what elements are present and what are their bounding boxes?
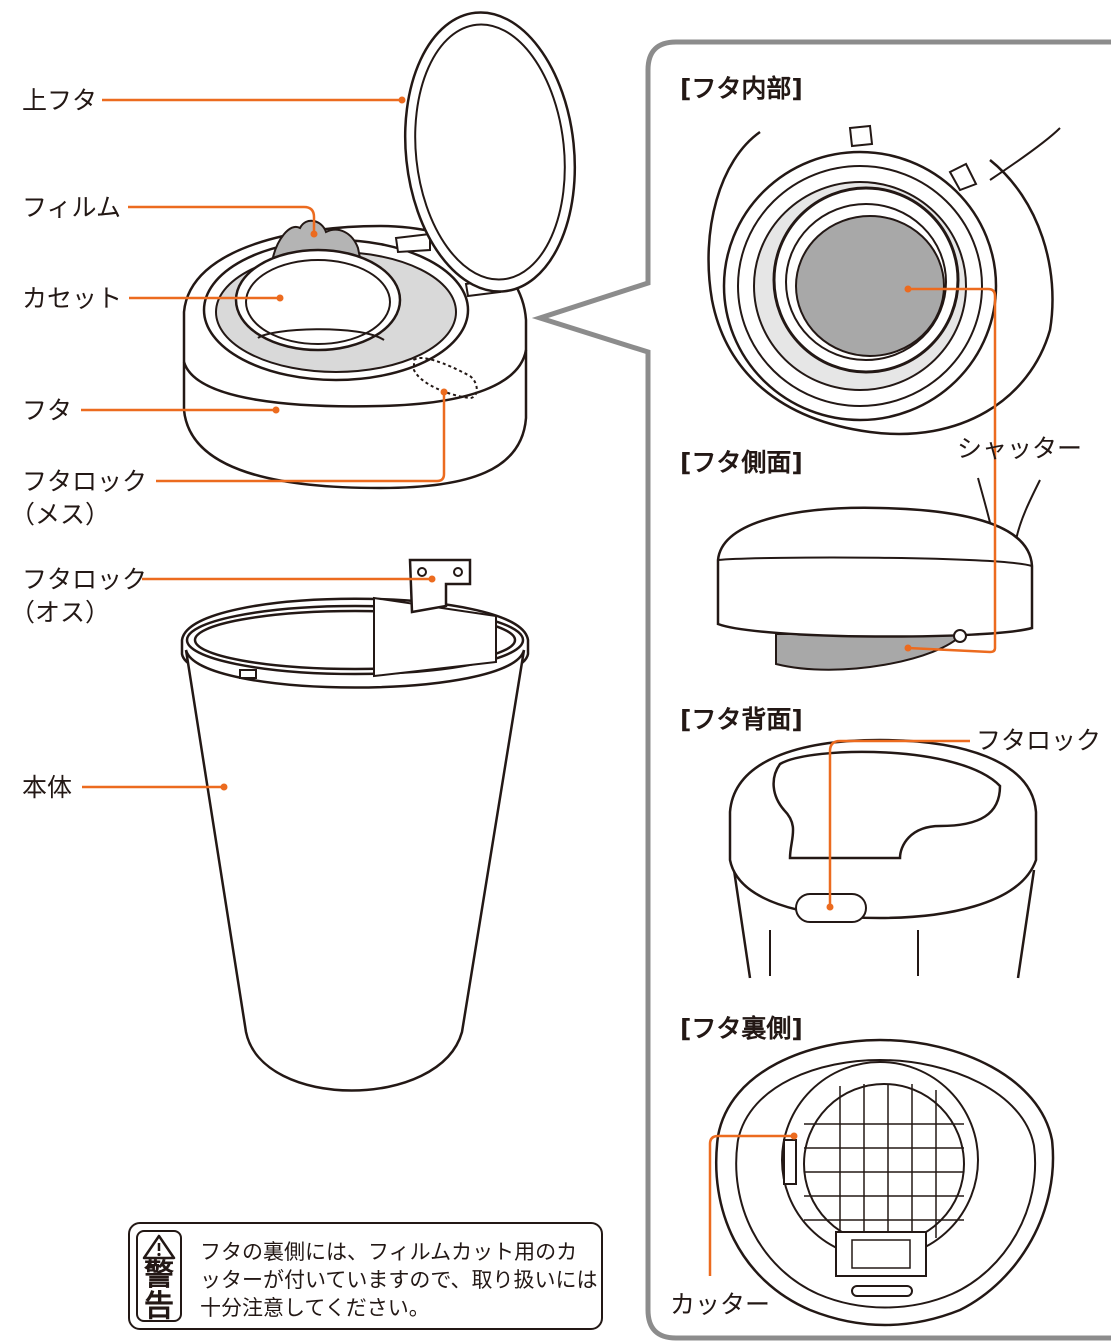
upper-lid-illustration <box>403 11 577 293</box>
warning-char-1: 警 <box>144 1258 174 1293</box>
label-body: 本体 <box>22 773 73 802</box>
label-top-lid: 上フタ <box>22 86 98 115</box>
heading-lid-underside: [フタ裏側] <box>680 1014 803 1043</box>
label-cutter: カッター <box>670 1290 771 1319</box>
leader-endpoints <box>220 96 912 1140</box>
lid-illustration <box>182 219 528 490</box>
label-film: フィルム <box>22 193 122 222</box>
label-lid-lock-female-sub: （メス） <box>10 500 111 529</box>
heading-lid-back: [フタ背面] <box>680 705 803 734</box>
leader-lines <box>81 98 997 1276</box>
label-lid-lock-male-sub: （オス） <box>10 598 111 627</box>
heading-lid-side: [フタ側面] <box>680 448 803 477</box>
warning-triangle-icon <box>142 1234 176 1260</box>
lid-side-illustration <box>716 477 1041 671</box>
lid-back-illustration <box>728 738 1038 979</box>
warning-text: フタの裏側には、フィルムカット用のカッターが付いていますので、取り扱いには十分注… <box>200 1240 598 1320</box>
label-lid: フタ <box>22 396 73 425</box>
lid-inside-illustration <box>707 124 1061 436</box>
warning-char-2: 告 <box>144 1289 174 1324</box>
label-lid-lock-right: フタロック <box>976 726 1102 755</box>
body-illustration <box>180 558 530 1092</box>
warning-box: 警 告 フタの裏側には、フィルムカット用のカッターが付いていますので、取り扱いに… <box>128 1222 603 1330</box>
label-cassette: カセット <box>22 284 123 313</box>
lid-underside-illustration <box>714 1038 1055 1327</box>
label-lid-lock-female: フタロック <box>22 467 148 496</box>
label-lid-lock-male: フタロック <box>22 565 148 594</box>
heading-lid-inside: [フタ内部] <box>680 74 803 103</box>
detail-panel-frame <box>531 39 1111 1341</box>
warning-badge: 警 告 <box>136 1230 182 1322</box>
label-shutter: シャッター <box>957 434 1083 463</box>
